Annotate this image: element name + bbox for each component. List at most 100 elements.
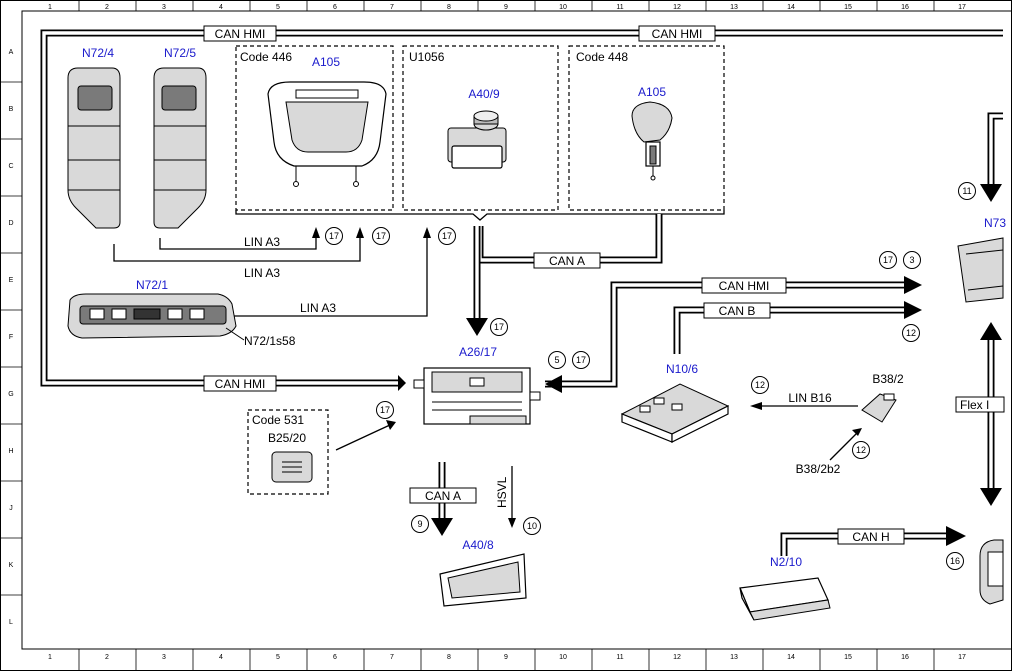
group-code-531: [247, 409, 329, 495]
column-index-bottom: 11: [616, 654, 623, 661]
column-index-top: 14: [787, 4, 795, 11]
callout-16: 16: [946, 552, 964, 570]
n72-5-label: N72/5: [164, 46, 196, 60]
lin-b16-label: LIN B16: [788, 391, 832, 405]
a26-17-unit: [413, 367, 541, 425]
column-index-bottom: 7: [390, 654, 394, 661]
n2-10-label: N2/10: [770, 555, 802, 569]
svg-text:16: 16: [950, 556, 960, 566]
n10-6-module: [620, 383, 730, 443]
b38-2-label: B38/2: [872, 372, 904, 386]
svg-text:17: 17: [376, 231, 386, 241]
n10-6-label: N10/6: [666, 362, 698, 376]
column-index-bottom: 8: [447, 654, 451, 661]
hsvl-label: HSVL: [495, 476, 509, 508]
row-index: B: [9, 106, 14, 113]
can-hmi-label-top-right: CAN HMI: [652, 27, 703, 41]
svg-text:12: 12: [755, 380, 765, 390]
a40-9-label: A40/9: [468, 87, 500, 101]
can-hmi-label-top-left: CAN HMI: [215, 27, 266, 41]
column-index-top: 2: [105, 4, 109, 11]
right-side-bus-11: [980, 112, 1003, 202]
svg-text:9: 9: [417, 519, 422, 529]
svg-text:17: 17: [329, 231, 339, 241]
column-index-bottom: 12: [673, 654, 681, 661]
column-index-top: 10: [559, 4, 567, 11]
callout-17: 17: [879, 251, 897, 269]
column-index-bottom: 13: [730, 654, 738, 661]
lin-a3-label-3: LIN A3: [300, 301, 336, 315]
group-code-448: [568, 45, 725, 211]
row-index: D: [8, 220, 13, 227]
can-a-label-upper: CAN A: [549, 254, 585, 268]
can-b-bus: [673, 301, 922, 354]
callout-11: 11: [958, 182, 976, 200]
svg-text:12: 12: [856, 445, 866, 455]
callout-5: 5: [548, 351, 566, 369]
column-index-bottom: 15: [844, 654, 852, 661]
callout-10: 10: [523, 517, 541, 535]
callout-12: 12: [852, 441, 870, 459]
flex-label: Flex I: [960, 398, 989, 412]
column-index-top: 13: [730, 4, 738, 11]
b38-2b2-label: B38/2b2: [796, 462, 841, 476]
svg-text:5: 5: [554, 355, 559, 365]
callout-17: 17: [438, 227, 456, 245]
lin-a3-label-1: LIN A3: [244, 235, 280, 249]
b25-20-line: [335, 420, 396, 451]
row-index: C: [8, 163, 13, 170]
n72-5-switch-panel: [153, 67, 207, 229]
svg-text:11: 11: [962, 186, 971, 196]
svg-text:17: 17: [494, 322, 504, 332]
n2-10-module: [739, 577, 831, 621]
row-index: F: [9, 334, 13, 341]
column-index-bottom: 10: [559, 654, 567, 661]
callout-9: 9: [411, 515, 429, 533]
callout-3: 3: [903, 251, 921, 269]
svg-text:3: 3: [909, 255, 914, 265]
column-index-top: 17: [958, 4, 966, 11]
column-index-bottom: 9: [504, 654, 508, 661]
row-index: K: [9, 562, 14, 569]
b25-20-sensor: [271, 451, 313, 483]
code-448-label: Code 448: [576, 50, 628, 64]
callout-12: 12: [902, 324, 920, 342]
code-446-label: Code 446: [240, 50, 292, 64]
svg-text:17: 17: [576, 355, 586, 365]
column-index-top: 15: [844, 4, 852, 11]
column-index-bottom: 4: [219, 654, 223, 661]
b25-20-label: B25/20: [268, 431, 306, 445]
callout-17: 17: [572, 351, 590, 369]
column-index-bottom: 17: [958, 654, 966, 661]
a105-left-label: A105: [312, 55, 340, 69]
row-index: H: [8, 448, 13, 455]
a105-overhead-unit: [267, 81, 387, 187]
row-index: A: [9, 49, 14, 56]
callout-12: 12: [751, 376, 769, 394]
lin-a3-lines: [113, 227, 431, 317]
svg-text:17: 17: [380, 405, 390, 415]
n72-4-label: N72/4: [82, 46, 114, 60]
b38-2b2-line: [829, 428, 862, 461]
n73-unit: [957, 237, 1004, 303]
flex-bus: [980, 322, 1002, 506]
row-index: G: [8, 391, 13, 398]
a26-17-label: A26/17: [459, 345, 497, 359]
column-index-bottom: 5: [276, 654, 280, 661]
column-index-top: 7: [390, 4, 394, 11]
a40-9-controller: [447, 110, 507, 169]
callout-17: 17: [490, 318, 508, 336]
n72-1-label: N72/1: [136, 278, 168, 292]
column-index-bottom: 1: [48, 654, 52, 661]
callout-17: 17: [376, 401, 394, 419]
row-index: J: [9, 505, 13, 512]
column-index-bottom: 2: [105, 654, 109, 661]
u1056-label: U1056: [409, 50, 445, 64]
can-hmi-bus-right: [545, 276, 922, 393]
can-h-label: CAN H: [852, 530, 889, 544]
right-bottom-unit: [979, 539, 1004, 605]
n72-1-control-panel: [67, 293, 237, 339]
a105-right-label: A105: [638, 85, 666, 99]
group-brace: [235, 210, 725, 221]
